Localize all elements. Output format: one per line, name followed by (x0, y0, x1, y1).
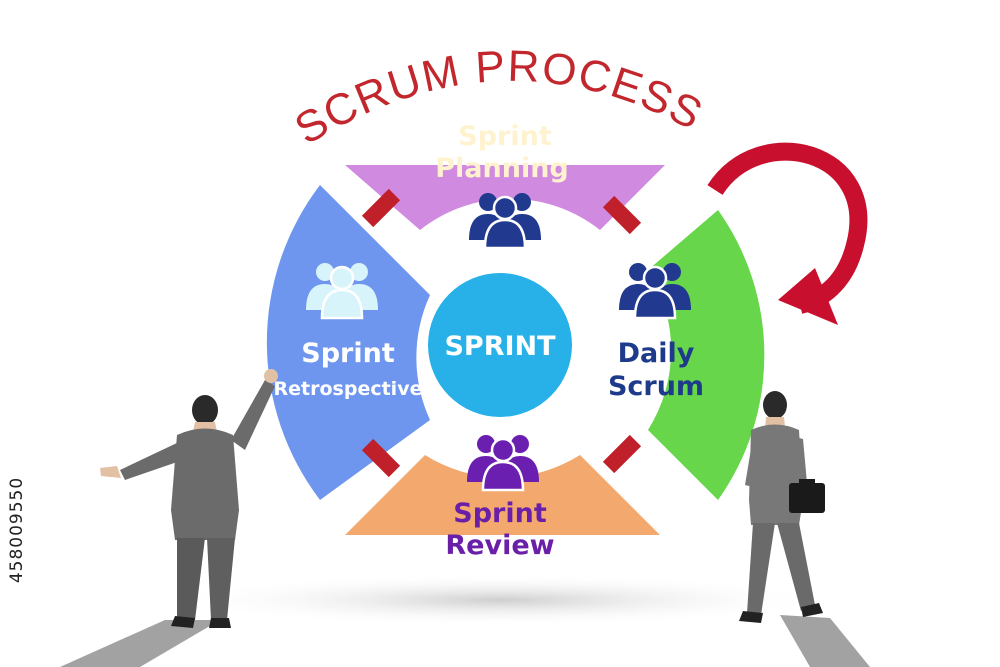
segment-connectors (361, 188, 642, 478)
planning-label-line1: Sprint (458, 121, 552, 152)
daily-label-line2: Scrum (608, 371, 704, 402)
stock-id-label: 458009550 (4, 425, 30, 635)
daily-label-line1: Daily (618, 338, 695, 369)
people-group-icon (465, 433, 541, 492)
review-label-line1: Sprint (453, 498, 547, 529)
people-group-icon (304, 261, 380, 320)
segment-sprint-review (345, 455, 660, 535)
man-right-shadow (780, 615, 870, 667)
curved-arrow-icon (707, 142, 868, 325)
retro-label-line2: Retrospective (274, 378, 423, 400)
floor-shadow (170, 574, 830, 626)
segment-sprint-retrospective (266, 185, 430, 500)
people-group-icon (467, 191, 543, 250)
review-label-line2: Review (445, 530, 554, 561)
segment-daily-scrum (648, 210, 765, 500)
retro-label-line1: Sprint (301, 338, 395, 369)
planning-label-line2: Planning (435, 153, 569, 184)
center-sprint-circle (428, 273, 572, 417)
center-label: SPRINT (444, 331, 556, 362)
stock-id-text: 458009550 (7, 476, 27, 584)
people-group-icon (617, 261, 693, 320)
man-left-shadow (60, 620, 220, 667)
